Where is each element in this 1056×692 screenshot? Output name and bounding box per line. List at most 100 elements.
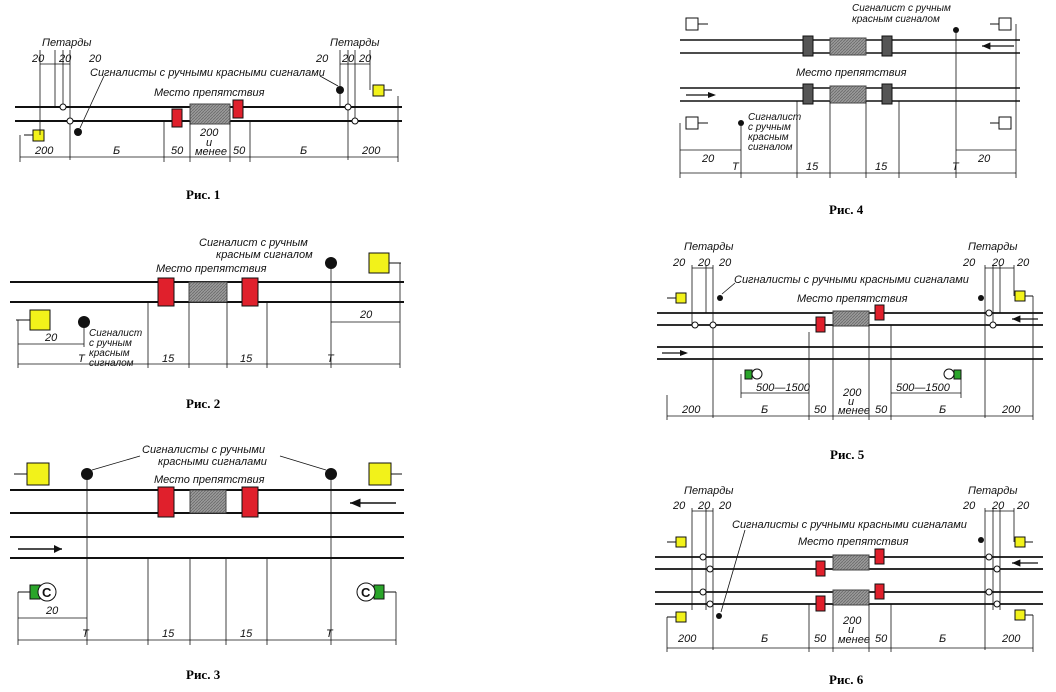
yellow-signal-left — [32, 129, 45, 142]
yellow-signal — [675, 536, 687, 548]
signal-block — [802, 35, 814, 57]
red-signal — [874, 548, 885, 565]
signal-box — [685, 17, 699, 31]
dim-20: 20 — [45, 605, 59, 617]
label-obstacle: Место препятствия — [154, 87, 265, 99]
caption-fig4: Рис. 4 — [829, 202, 864, 217]
red-signal-right — [232, 99, 244, 119]
dim-200: 200 — [842, 387, 862, 399]
obstacle-block — [832, 589, 870, 606]
dim-B: Б — [761, 404, 768, 416]
label-signalist: красным сигналом — [216, 249, 313, 261]
c-sign-right — [943, 368, 955, 380]
dim-15: 15 — [806, 161, 819, 173]
c-sign-letter: С — [361, 585, 371, 600]
yellow-signal-left — [29, 309, 51, 331]
label-signalists: Сигналисты с ручными красными сигналами — [732, 519, 967, 531]
petard-marker — [985, 309, 993, 317]
dim-50: 50 — [814, 404, 827, 416]
red-signal-left — [815, 316, 826, 333]
dim-500-1500: 500—1500 — [896, 382, 951, 394]
signal-box — [998, 116, 1012, 130]
label-obstacle: Место препятствия — [156, 263, 267, 275]
yellow-signal-right — [372, 84, 385, 97]
dim-20: 20 — [315, 53, 329, 65]
dim-T: Т — [78, 353, 86, 365]
label-signalist-small: Сигналист — [89, 328, 142, 339]
dim-20: 20 — [697, 257, 711, 269]
yellow-signal — [1014, 536, 1026, 548]
obstacle-block — [832, 554, 870, 571]
label-signalist-small: с ручным — [89, 338, 132, 349]
signalist-dot — [953, 27, 959, 33]
dim-B: Б — [761, 633, 768, 645]
petard-marker — [66, 117, 74, 125]
label-obstacle: Место препятствия — [798, 536, 909, 548]
red-signal-right — [241, 486, 259, 518]
red-signal-right — [241, 277, 259, 307]
dim-20: 20 — [359, 309, 373, 321]
signal-block — [881, 83, 893, 105]
obstacle-block — [832, 310, 870, 327]
dim-20: 20 — [1016, 500, 1030, 512]
red-signal-right — [874, 304, 885, 321]
petard-marker — [699, 588, 707, 596]
dim-20: 20 — [962, 500, 976, 512]
petard-marker — [351, 117, 359, 125]
signalist-dot — [78, 316, 90, 328]
yellow-signal-right — [368, 462, 392, 486]
signalist-dot — [978, 537, 984, 543]
label-signalist: красным сигналом — [852, 14, 940, 25]
label-signalist-small: красным — [89, 348, 130, 359]
petard-marker — [691, 321, 699, 329]
signalist-dot — [325, 468, 337, 480]
dim-20: 20 — [977, 153, 991, 165]
dim-B: Б — [113, 145, 120, 157]
dim-15: 15 — [240, 628, 253, 640]
label-petardy: Петарды — [42, 37, 91, 49]
label-petardy: Петарды — [330, 37, 379, 49]
label-signalists: красными сигналами — [158, 456, 267, 468]
dim-20: 20 — [341, 53, 355, 65]
dim-B: Б — [939, 633, 946, 645]
dim-50: 50 — [875, 633, 888, 645]
dim-T: Т — [326, 628, 334, 640]
label-signalist-small: сигналом — [748, 142, 793, 153]
dim-B: Б — [939, 404, 946, 416]
dim-20: 20 — [358, 53, 372, 65]
signalist-dot — [325, 257, 337, 269]
caption-fig5: Рис. 5 — [830, 447, 865, 462]
red-signal-left — [157, 486, 175, 518]
red-signal-left — [157, 277, 175, 307]
dim-200: 200 — [1001, 633, 1021, 645]
dim-200: 200 — [34, 145, 54, 157]
dim-menee: менее — [195, 146, 227, 158]
dim-i: и — [848, 396, 854, 408]
dim-T: Т — [952, 161, 960, 173]
label-petardy: Петарды — [968, 485, 1017, 497]
signalist-dot — [738, 120, 744, 126]
dim-200: 200 — [199, 127, 219, 139]
label-signalist: Сигналист с ручным — [852, 3, 951, 14]
signal-block — [802, 83, 814, 105]
dim-20: 20 — [991, 257, 1005, 269]
c-sign-left — [751, 368, 763, 380]
c-sign-letter: С — [42, 585, 52, 600]
signalist-dot — [74, 128, 82, 136]
dim-20: 20 — [672, 500, 686, 512]
petard-marker — [59, 103, 67, 111]
obstacle-block — [829, 85, 867, 104]
yellow-signal-right — [368, 252, 390, 274]
label-petardy: Петарды — [684, 241, 733, 253]
signalist-dot — [336, 86, 344, 94]
petard-marker — [709, 321, 717, 329]
dim-T: Т — [82, 628, 90, 640]
obstacle-block — [188, 281, 228, 303]
label-signalist-small: с ручным — [748, 122, 791, 133]
petard-marker — [706, 600, 714, 608]
signalist-dot — [716, 613, 722, 619]
yellow-signal-left — [675, 292, 687, 304]
dim-200: 200 — [842, 615, 862, 627]
figure-1: Петарды 20 20 20 Петарды 20 20 20 Сигнал… — [15, 37, 402, 202]
